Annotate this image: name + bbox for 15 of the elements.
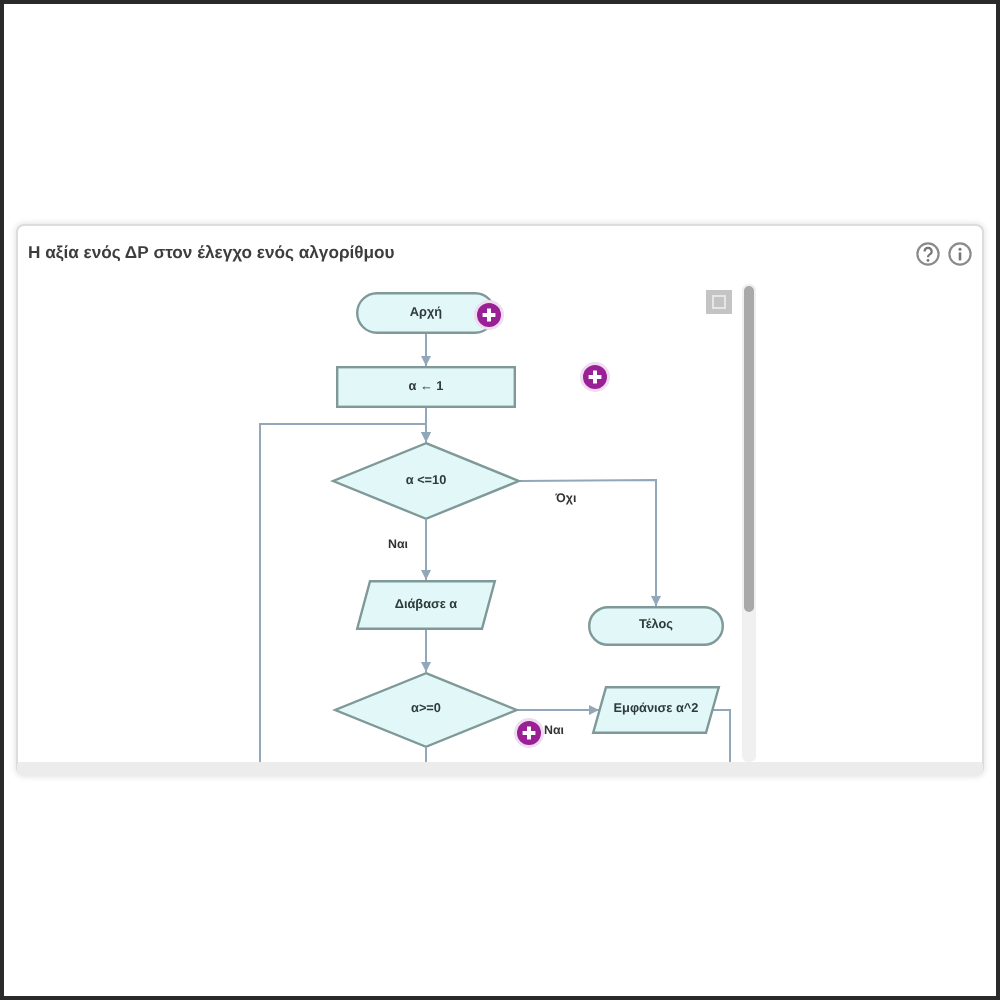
io-parallelogram [356,580,496,630]
io-parallelogram [592,686,720,734]
terminal-shape [588,606,724,646]
arrow [421,629,431,673]
connector-line [712,709,731,762]
decision-diamond [332,442,520,520]
arrow [421,333,431,367]
connector-line [425,747,427,762]
decision-diamond [334,672,518,748]
arrow [519,479,661,607]
arrow [259,423,431,762]
panel-title: Η αξία ενός ΔΡ στον έλεγχο ενός αλγορίθμου [28,242,395,264]
process-box [336,366,516,408]
arrow [421,519,431,581]
arrow [517,705,600,715]
